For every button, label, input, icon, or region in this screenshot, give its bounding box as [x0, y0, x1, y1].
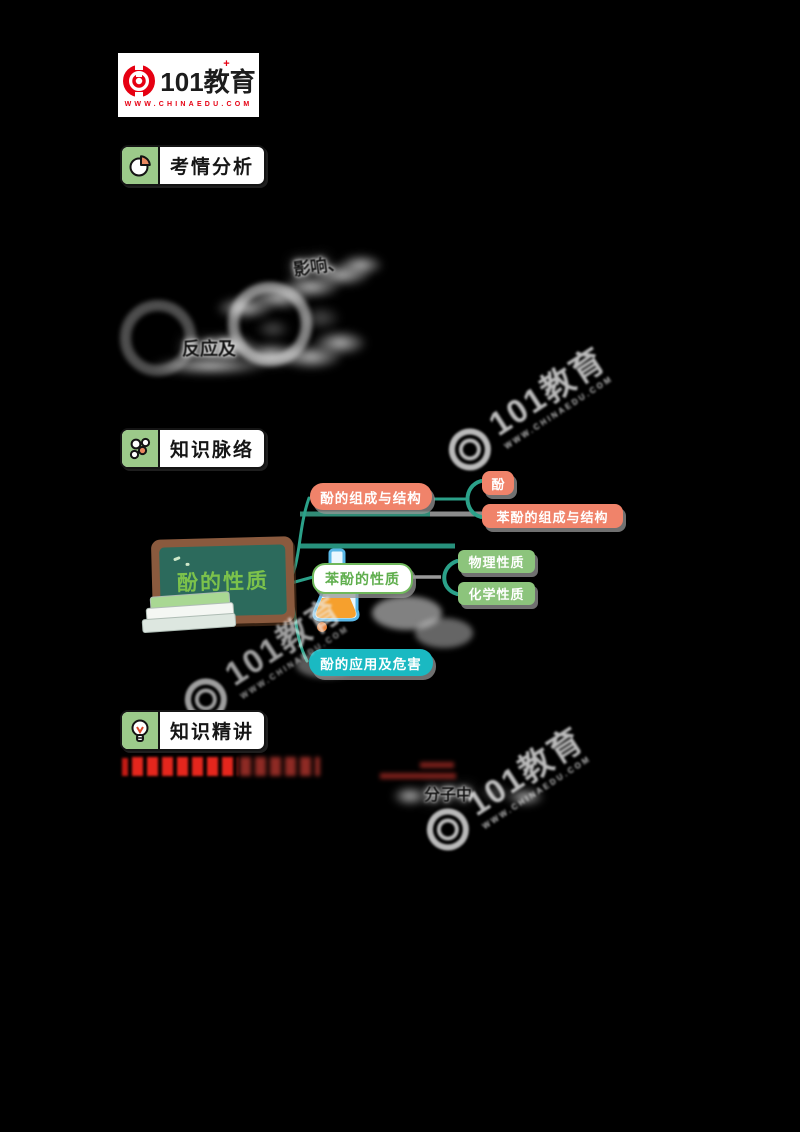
mindmap-node-phenol: 酚: [482, 471, 514, 495]
watermark-circle-icon: [440, 420, 499, 479]
smudge: [312, 330, 368, 356]
red-heading-blur: [420, 762, 454, 768]
mindmap-node-physical-properties: 物理性质: [458, 550, 535, 573]
smudge: [392, 786, 428, 806]
smudge: [415, 618, 473, 648]
brand-name: 101教育 +: [160, 58, 256, 97]
smudge: [505, 788, 545, 806]
red-heading-blur: [132, 757, 238, 776]
brand-circle-icon: [123, 62, 156, 99]
watermark-ring-ghost: [120, 300, 196, 376]
brand-website: WWW.CHINAEDU.COM: [124, 101, 253, 108]
watermark-ring-ghost: [228, 282, 312, 366]
pie-chart-icon: [122, 147, 160, 184]
section-header-exam-analysis: 考情分析: [120, 145, 266, 186]
logo-plus-mark: +: [223, 58, 230, 70]
mindmap-node-benzenephenol-structure: 苯酚的组成与结构: [482, 504, 623, 528]
smudge: [338, 254, 384, 276]
section-title: 知识脉络: [169, 440, 254, 461]
chalk-mark: [173, 556, 181, 562]
section-title: 考情分析: [169, 157, 254, 178]
watermark-101edu: 101教育 WWW.CHINAEDU.COM: [440, 340, 618, 479]
smudge: [372, 596, 442, 630]
section-header-knowledge-explain: 知识精讲: [120, 710, 266, 751]
red-heading-blur: [380, 773, 456, 779]
red-heading-blur: [240, 757, 320, 776]
brand-logo: 101教育 + WWW.CHINAEDU.COM: [118, 53, 259, 117]
faded-text-fragment: 反应及: [182, 339, 236, 359]
mindmap-node-properties: 苯酚的性质: [312, 563, 413, 594]
red-heading-blur: [122, 758, 128, 776]
watermark-circle-icon: [418, 800, 477, 859]
mindmap-node-applications-hazards: 酚的应用及危害: [309, 649, 433, 676]
chalk-mark: [185, 562, 190, 566]
smudge: [478, 784, 512, 802]
molecule-icon: [122, 430, 160, 467]
lightbulb-icon: [122, 712, 160, 749]
faded-text-fragment: 分子中: [424, 787, 473, 804]
section-title: 知识精讲: [169, 722, 254, 743]
mindmap-node-chemical-properties: 化学性质: [458, 582, 535, 605]
mindmap-node-composition: 酚的组成与结构: [310, 483, 432, 510]
section-header-knowledge-map: 知识脉络: [120, 428, 266, 469]
